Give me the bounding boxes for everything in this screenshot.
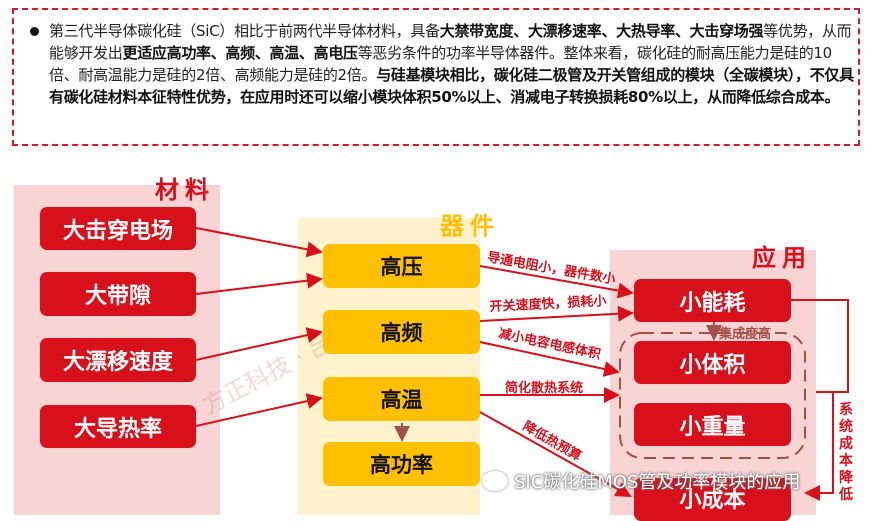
device-box: 高温 (323, 377, 480, 421)
intro-text: 第三代半导体碳化硅（SiC）相比于前两代半导体材料，具备大禁带宽度、大漂移速率、… (49, 20, 859, 108)
intro-segment: 与硅基模块相比，碳化硅二极管及开关管组成的模块（全碳模块），不仅具有碳化硅材料本… (49, 66, 854, 106)
application-box: 小能耗 (634, 279, 791, 322)
application-box: 小成本 (634, 478, 791, 521)
intro-segment: 大禁带宽度、大漂移速率、大热导率、大击穿场强 (439, 22, 764, 40)
label-simplified-cooling: 简化散热系统 (505, 381, 584, 396)
devices-title: 器件 (440, 212, 500, 240)
intro-segment: 第三代半导体碳化硅（SiC）相比于前两代半导体材料，具备 (49, 22, 440, 40)
applications-title: 应用 (752, 244, 812, 272)
material-box: 大带隙 (40, 272, 196, 316)
arrow-line (195, 393, 323, 427)
bullet-icon (30, 27, 39, 36)
arrow-line (195, 227, 323, 258)
loop-line (791, 299, 849, 393)
loop-line (804, 392, 834, 501)
arrow-line (479, 341, 620, 377)
intro-segment: 等恶劣条件的功率半导体器件。整体来看，碳化硅的耐高压能力是硅的10倍、耐高温能力… (49, 44, 832, 84)
label-system-cost: 系统成本降低 (839, 402, 853, 503)
device-box: 高频 (323, 310, 480, 354)
caption: SIC碳化硅MOS管及功率模块的应用 (482, 468, 800, 494)
application-box: 小体积 (634, 341, 791, 384)
intro-segment: 更适应高功率、高频、高温、高电压 (122, 44, 359, 62)
integration-group (619, 332, 806, 459)
device-box: 高压 (323, 244, 480, 288)
material-box: 大漂移速度 (40, 338, 196, 382)
arrow-line (479, 411, 632, 497)
device-box: 高功率 (323, 442, 480, 486)
wechat-icon (482, 471, 508, 491)
arrow-line (479, 265, 634, 299)
material-box: 大击穿电场 (40, 207, 196, 250)
arrow-line (479, 305, 634, 322)
arrow-line (195, 327, 323, 361)
arrow-line (195, 272, 323, 295)
application-box: 小重量 (634, 403, 791, 446)
materials-title: 材料 (155, 176, 215, 204)
intro-segment: 等优势，从而能够开发出 (49, 22, 852, 62)
label-integration: 集成度高 (719, 327, 772, 342)
material-box: 大导热率 (40, 405, 196, 448)
caption-text: SIC碳化硅MOS管及功率模块的应用 (514, 472, 801, 493)
intro-box: 第三代半导体碳化硅（SiC）相比于前两代半导体材料，具备大禁带宽度、大漂移速率、… (12, 8, 860, 146)
